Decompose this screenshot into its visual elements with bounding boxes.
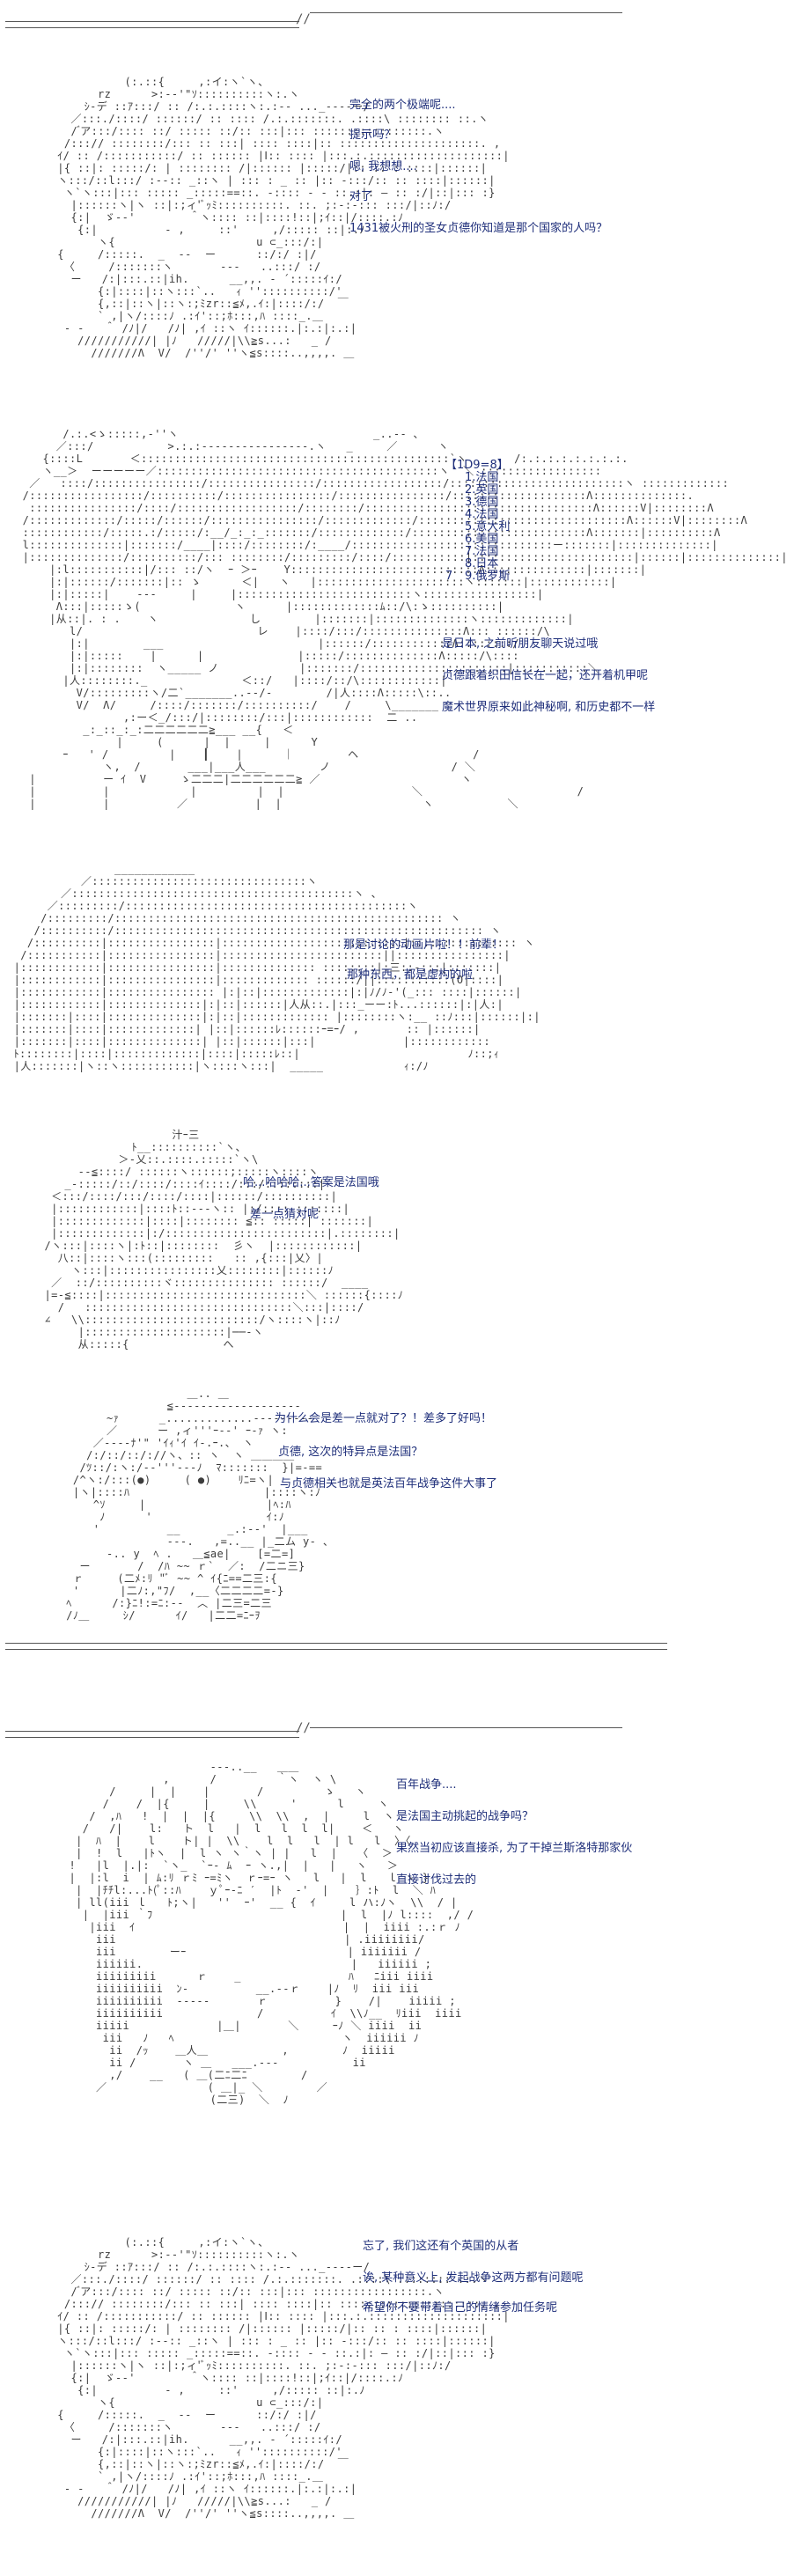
ranking-item: 1.法国 xyxy=(465,471,499,484)
divider-slash: // xyxy=(296,12,311,26)
ascii-art-character-3: ____________ ／::::::::::::::::::::::::::… xyxy=(13,863,540,1072)
section-divider-top xyxy=(5,21,299,28)
dice-ranking-list: 【1D9=8】 1.法国 2.英国 3.德国 4.法国 5.意大利 6.美国 7… xyxy=(445,460,510,583)
ascii-art-character-7: (:.::{ ,:イ:ヽ`ヽ、 rz >:-‐'"ｿ::::::::::ヽ:.ヽ… xyxy=(57,2236,510,2520)
dialogue-line: 果然当初应该直接杀, 为了干掉兰斯洛特那家伙 xyxy=(396,1842,633,1855)
dialogue-line: 与贞德相关也就是英法百年战争这件大事了 xyxy=(280,1477,498,1490)
ranking-title: 【1D9=8】 xyxy=(445,459,509,472)
dialogue-line: 对了 xyxy=(349,190,373,203)
dialogue-line: 是法国主动挑起的战争吗？ xyxy=(396,1810,534,1823)
dialogue-line: 那种东西，都是虚构的啦 xyxy=(347,968,474,982)
ascii-art-character-2: /.:.<ゝ:::::,-''ヽ _..-‐ ､ ／:::/ >.:.:‐‐‐‐… xyxy=(22,428,788,810)
ranking-item: 7.法国 xyxy=(465,545,499,558)
dialogue-line: 魔术世界原来如此神秘啊, 和历史都不一样 xyxy=(442,701,656,714)
ranking-item: 2.英国 xyxy=(465,483,499,497)
dialogue-line: 差一点猜对呢 xyxy=(250,1208,320,1221)
ascii-art-character-4: 汁ｰ三 ﾄ__::::::::::`ヽ、 ＞-乂::.::::.:::::`ヽ\… xyxy=(44,1129,404,1351)
dialogue-line: 为什么会是差一点就对了？！差多了好吗！ xyxy=(275,1412,493,1425)
dialogue-line: 直接讨伐过去的 xyxy=(396,1873,477,1887)
ranking-extra: 7 xyxy=(445,570,453,583)
dialogue-line: 嗯, 我想想.... xyxy=(349,160,417,173)
section-divider-middle xyxy=(5,1643,667,1650)
dialogue-line: 贞德, 这次的特异点是法国？ xyxy=(278,1446,423,1459)
ascii-art-character-6: ‐‐‐..__ ＿＿ , / ｀ヽ ヽ \ / | | | / ゝ ヽ / / … xyxy=(69,1761,474,2106)
ranking-item: 4.法国 xyxy=(465,508,499,521)
dialogue-line: 完全的两个极端呢.... xyxy=(349,99,456,112)
ranking-item: 5.意大利 xyxy=(465,520,511,534)
ranking-item: 6.美国 xyxy=(465,533,499,546)
dialogue-line: 那是讨论的动画片啦！！前辈！ xyxy=(343,938,504,952)
ascii-art-character-5: ＿.. ＿ ≦‐‐‐‐‐‐‐‐‐‐‐‐‐‐‐‐‐‐‐ ~ｧ _.........… xyxy=(66,1387,335,1622)
section-divider-second xyxy=(5,1731,299,1738)
ascii-art-character-1: (:.::{ ,:イ:ヽ`ヽ、 rz >:-‐'"ｿ::::::::::ヽ:.ヽ… xyxy=(57,76,510,359)
ranking-item: 3.德国 xyxy=(465,496,499,509)
dialogue-line: 百年战争.... xyxy=(396,1778,457,1792)
divider-slash: // xyxy=(296,1721,311,1735)
dialogue-line: 1431被火刑的圣女贞德你知道是那个国家的人吗？ xyxy=(349,222,608,235)
dialogue-line: 忘了, 我们这还有个英国的从者 xyxy=(363,2240,519,2253)
dialogue-line: 贞德跟着织田信长在一起，还开着机甲呢 xyxy=(442,669,649,682)
ranking-item: 8.日本 xyxy=(465,557,499,570)
dialogue-line: 是日本, 之前听朋友聊天说过哦 xyxy=(442,637,599,651)
dialogue-line: 提示吗？ xyxy=(349,129,396,142)
divider-title-line xyxy=(310,12,622,13)
dialogue-line: 哈...哈哈哈...答案是法国哦 xyxy=(243,1176,379,1189)
dialogue-line: 诶, 某种意义上, 发起战争这两方都有问题呢 xyxy=(363,2271,584,2285)
divider-title-line xyxy=(310,1727,622,1728)
dialogue-line: 希望你不要带着自己的情绪参加任务呢 xyxy=(363,2301,558,2315)
